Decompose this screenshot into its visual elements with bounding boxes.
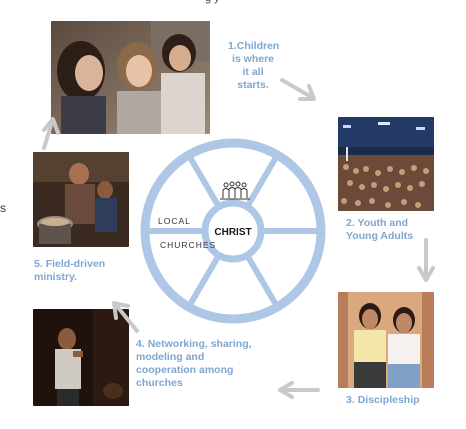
photo-discipleship — [338, 292, 434, 388]
wheel-left-label-line1: LOCAL — [158, 216, 191, 226]
wheel-spoke — [188, 156, 222, 210]
stage-3-line: Discipleship — [357, 394, 420, 406]
wheel-spoke — [188, 252, 222, 306]
stage-1-label: 1.Children is where it all starts. — [228, 40, 280, 92]
photo-youth-crowd — [338, 117, 434, 211]
stage-5-label: 5. Field-driven ministry. — [34, 258, 105, 284]
stage-4-label: 4. Networking, sharing, modeling and coo… — [136, 338, 252, 390]
stage-3-label: 3. Discipleship — [346, 394, 420, 407]
wheel-rim — [140, 138, 326, 324]
wheel-left-label-line2: CHURCHES — [160, 240, 216, 250]
stage-2-label: 2. Youth and Young Adults — [346, 217, 413, 243]
stage-5-line: Field-driven — [45, 258, 106, 270]
stage-4-line: cooperation among — [136, 364, 234, 376]
photo-networking-speaker — [33, 309, 129, 406]
stage-1-line: Children — [236, 40, 280, 52]
stage-1-line: is where — [231, 53, 275, 65]
stage-3-number: 3. — [346, 394, 355, 406]
clipped-heading-text: g y — [205, 0, 405, 6]
arrow-1-to-2 — [280, 78, 316, 101]
stage-4-line: churches — [136, 377, 183, 389]
wheel-hub — [201, 199, 265, 263]
arrow-2-to-3 — [417, 238, 435, 282]
wheel-spoke — [244, 252, 278, 306]
people-group-icon — [220, 181, 250, 200]
stray-text: s — [0, 201, 6, 215]
photo-field-ministry — [33, 152, 129, 247]
stage-2-line: Young Adults — [346, 230, 414, 242]
wheel-center-label: CHRIST — [214, 227, 251, 238]
stage-4-line: modeling and — [136, 351, 205, 363]
stage-4-line: Networking, sharing, — [147, 338, 252, 350]
stage-1-number: 1. — [228, 40, 237, 52]
stage-2-number: 2. — [346, 217, 355, 229]
wheel-spoke — [244, 156, 278, 210]
arrow-3-to-4 — [278, 381, 320, 399]
stage-4-number: 4. — [136, 338, 145, 350]
wheel-spokes — [147, 156, 319, 306]
photo-children — [51, 21, 210, 134]
stage-2-line: Youth and — [357, 217, 409, 229]
stage-1-line: it all — [242, 66, 264, 78]
stage-5-number: 5. — [34, 258, 43, 270]
stage-1-line: starts. — [237, 79, 269, 91]
stage-5-line: ministry. — [34, 271, 77, 283]
